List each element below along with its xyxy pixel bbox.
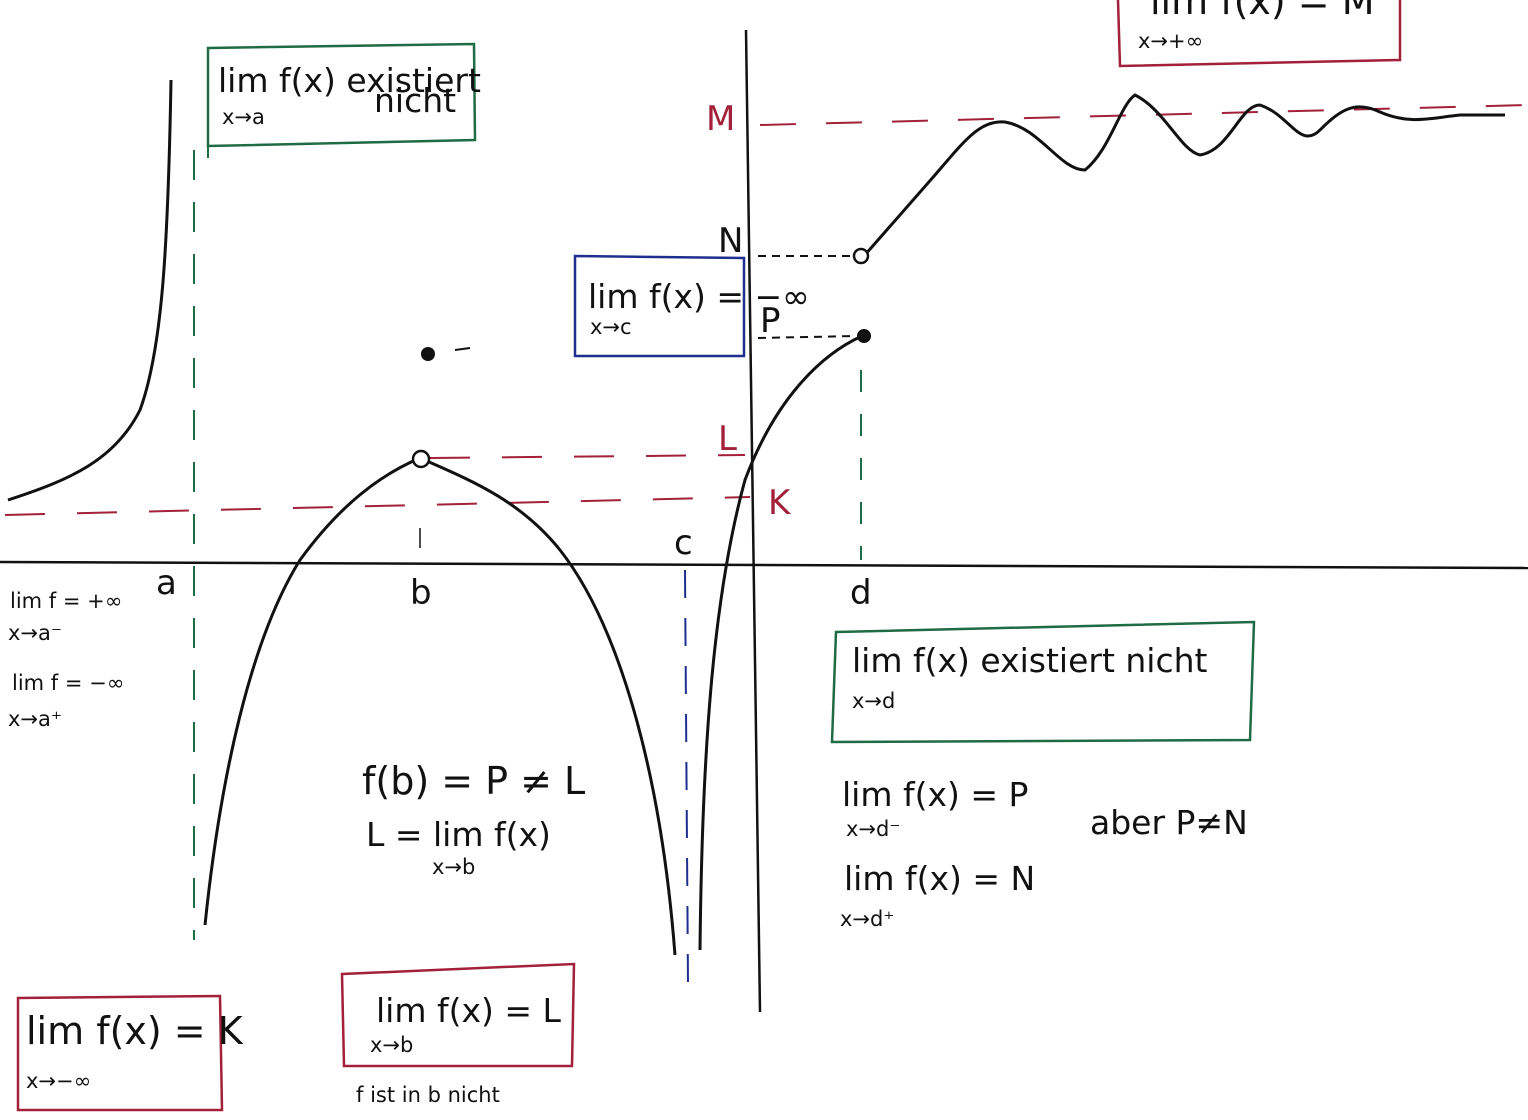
note-bottom: f ist in b nicht [356, 1083, 500, 1107]
note-fb-2: L = lim f(x) [366, 815, 551, 854]
label-c: c [674, 523, 693, 563]
curve-right-of-c-to-d [698, 334, 863, 951]
dash-near-filled-point [454, 347, 471, 351]
note-d-aber: aber P≠N [1090, 803, 1248, 842]
note-d-1: lim f(x) = P [842, 775, 1028, 814]
box-lim-minus-infinity-text: lim f(x) = K [26, 1009, 244, 1053]
label-M: M [706, 99, 735, 139]
box-lim-c-sub: x→c [590, 315, 632, 339]
label-P: P [760, 301, 781, 341]
filled-point-d-P [857, 329, 871, 343]
note-a-left-2: lim f = −∞ [12, 671, 124, 695]
open-point-d-N [852, 247, 870, 265]
note-fb-2-sub: x→b [432, 855, 475, 879]
dotted-line-P [757, 335, 857, 339]
box-lim-a-text: lim f(x) existiert [218, 61, 481, 100]
label-L: L [718, 419, 737, 459]
label-d: d [850, 573, 872, 613]
note-fb-1: f(b) = P ≠ L [362, 759, 585, 803]
box-lim-d-text: lim f(x) existiert nicht [852, 641, 1208, 680]
dashed-line-y-equals-L [429, 454, 746, 459]
note-d-2-sub: x→d⁺ [840, 907, 894, 931]
box-lim-b-sub: x→b [370, 1033, 413, 1057]
label-K: K [768, 483, 792, 523]
box-lim-b: lim f(x) = L x→b [340, 962, 576, 1068]
box-lim-minus-infinity-sub: x→−∞ [26, 1069, 91, 1093]
label-N: N [718, 221, 743, 261]
open-point-b-L [411, 449, 431, 469]
dashed-line-y-equals-K [4, 496, 751, 516]
curve-right-of-d [862, 93, 1505, 257]
curve-left-of-a [7, 79, 173, 502]
filled-point-b-P [421, 347, 435, 361]
label-b: b [410, 573, 432, 613]
y-axis [744, 29, 762, 1013]
note-d-1-sub: x→d⁻ [846, 817, 900, 841]
box-lim-plus-infinity-sub: x→+∞ [1138, 29, 1203, 53]
dashed-line-y-equals-M [759, 104, 1528, 126]
box-lim-d-sub: x→d [852, 689, 895, 713]
box-lim-plus-infinity: lim f(x) = M x→+∞ [1116, 0, 1402, 68]
asymptote-x-equals-c [684, 569, 689, 986]
box-lim-minus-infinity: lim f(x) = K x→−∞ [16, 994, 244, 1112]
box-lim-a-sub: x→a [222, 105, 265, 129]
curve-between-a-and-c [203, 456, 677, 956]
label-a: a [156, 563, 177, 603]
x-axis [0, 560, 1528, 570]
box-lim-plus-infinity-text: lim f(x) = M [1150, 0, 1375, 23]
box-lim-a: lim f(x) existiert nicht x→a [206, 42, 481, 158]
note-a-left-1: lim f = +∞ [10, 589, 122, 613]
box-lim-b-text: lim f(x) = L [376, 991, 561, 1030]
box-lim-a-nicht: nicht [374, 81, 456, 120]
box-lim-c-text: lim f(x) = −∞ [588, 277, 810, 316]
note-d-2: lim f(x) = N [844, 859, 1035, 898]
note-a-left-1-sub: x→a⁻ [8, 621, 62, 645]
note-a-left-2-sub: x→a⁺ [8, 707, 62, 731]
box-lim-d: lim f(x) existiert nicht x→d [830, 620, 1256, 744]
box-lim-c: lim f(x) = −∞ x→c [573, 254, 810, 358]
